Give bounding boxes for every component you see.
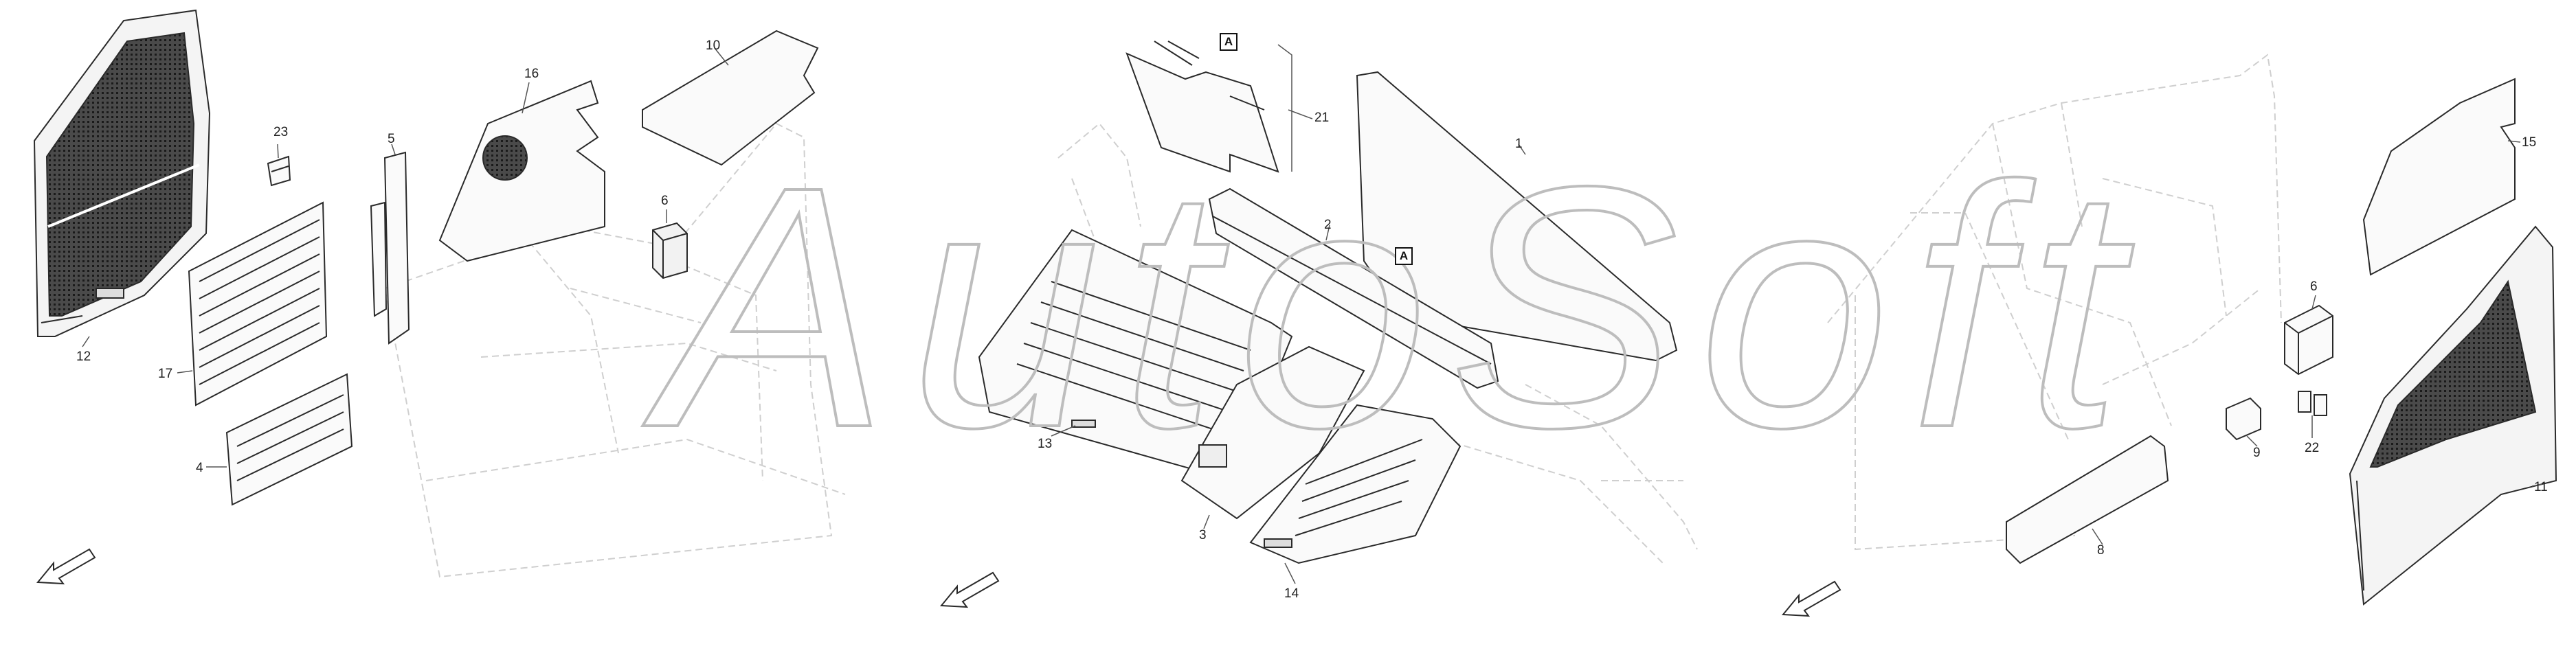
ghost-cab-frame-right bbox=[1827, 54, 2282, 551]
part-22-clips bbox=[2298, 391, 2327, 416]
part-4-lower-grille bbox=[225, 373, 353, 506]
callout-5: 5 bbox=[388, 132, 395, 146]
callout-3: 3 bbox=[1199, 528, 1207, 542]
part-16-rear-panel bbox=[438, 80, 605, 262]
part-3-curved-panel bbox=[1180, 345, 1365, 520]
callout-22: 22 bbox=[2305, 441, 2320, 455]
callout-9: 9 bbox=[2253, 446, 2261, 460]
direction-arrow-icon bbox=[939, 571, 1000, 608]
callout-16: 16 bbox=[524, 67, 539, 81]
part-14-lower-grille bbox=[1249, 404, 1461, 564]
direction-arrow-icon bbox=[36, 548, 96, 585]
callout-17: 17 bbox=[158, 367, 173, 381]
callout-11: 11 bbox=[2534, 480, 2548, 494]
part-11-right-door-panel bbox=[2349, 225, 2557, 606]
ghost-cab-frame-left bbox=[383, 122, 846, 578]
reference-box-a-middle: A bbox=[1395, 247, 1413, 265]
part-1-long-panel bbox=[1356, 71, 1678, 362]
direction-arrow-icon bbox=[1781, 580, 1841, 617]
callout-1: 1 bbox=[1515, 137, 1523, 151]
callout-4: 4 bbox=[196, 461, 203, 475]
center-leader-lines bbox=[1051, 44, 1526, 584]
callout-10: 10 bbox=[706, 38, 721, 53]
part-5-vertical-bracket bbox=[370, 151, 410, 345]
callout-6-right: 6 bbox=[2310, 279, 2318, 294]
callout-21: 21 bbox=[1314, 111, 1330, 125]
callout-6-left: 6 bbox=[661, 194, 669, 208]
callout-14: 14 bbox=[1284, 586, 1299, 601]
part-12-side-door-panel bbox=[33, 9, 211, 337]
watermark-text: AutoSoft bbox=[638, 115, 2142, 499]
left-leader-lines bbox=[82, 47, 729, 468]
callout-12: 12 bbox=[76, 350, 91, 364]
callout-8: 8 bbox=[2097, 543, 2105, 558]
right-leader-lines bbox=[2092, 140, 2543, 545]
part-10-top-plate bbox=[642, 30, 819, 166]
part-8-lower-bracket bbox=[2006, 435, 2169, 564]
callout-23: 23 bbox=[273, 125, 289, 139]
part-6-box-right bbox=[2284, 304, 2333, 376]
part-23-bracket bbox=[267, 155, 291, 187]
part-15-upper-panel bbox=[2362, 78, 2516, 276]
reference-box-a-top: A bbox=[1220, 33, 1237, 51]
part-13-front-grille bbox=[978, 229, 1293, 482]
callout-13: 13 bbox=[1038, 437, 1053, 451]
callout-15: 15 bbox=[2522, 135, 2537, 150]
part-17-louvered-grille bbox=[188, 201, 328, 406]
callout-2: 2 bbox=[1324, 218, 1332, 232]
part-2-cross-beam bbox=[1208, 187, 1499, 389]
part-9-small-bracket bbox=[2226, 397, 2261, 441]
part-6-box-left bbox=[652, 222, 688, 279]
part-21-hood-bracket bbox=[1125, 41, 1279, 173]
